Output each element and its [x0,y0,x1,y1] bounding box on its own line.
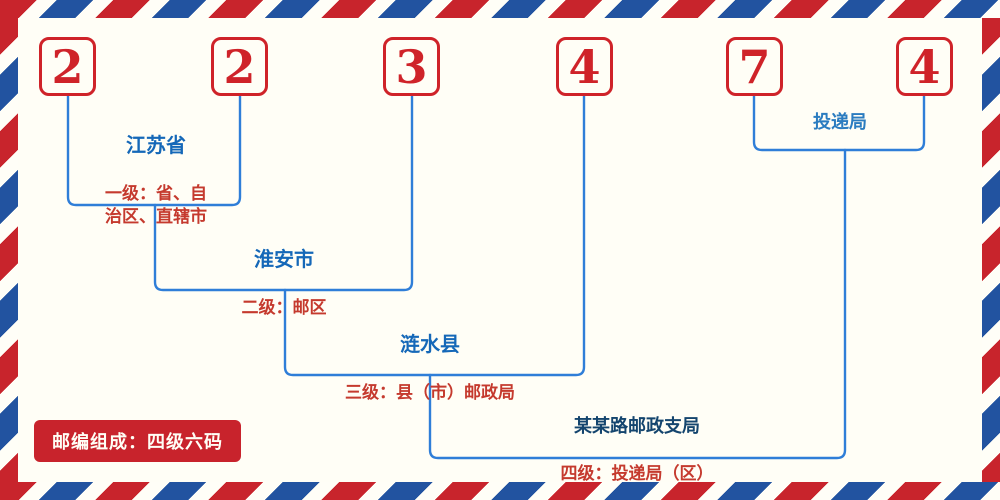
footer-badge: 邮编组成：四级六码 [34,420,241,462]
digit-6: 4 [908,39,941,94]
digit-box-5: 7 [726,37,783,96]
level-2-name: 淮安市 [254,249,314,271]
digit-4: 4 [568,39,601,94]
label-level-4: 某某路邮政支局 四级：投递局（区） [561,398,714,500]
digit-box-4: 4 [556,37,613,96]
digit-1: 2 [51,39,84,94]
airmail-border-left [0,18,18,482]
digit-box-1: 2 [39,37,96,96]
label-level-1: 江苏省 一级：省、自 治区、直辖市 [105,116,207,247]
digit-3: 3 [395,39,428,94]
level-2-desc: 二级：邮区 [241,298,327,317]
airmail-border-right [982,18,1000,482]
digit-box-3: 3 [383,37,440,96]
level-1-desc: 一级：省、自 治区、直辖市 [105,184,207,226]
level-3-name: 涟水县 [400,334,460,356]
airmail-border-bottom [0,482,1000,500]
level-1-name: 江苏省 [126,135,186,157]
digit-box-6: 4 [896,37,953,96]
label-delivery-office: 投递局 [813,112,867,132]
level-3-desc: 三级：县（市）邮政局 [345,383,515,402]
label-level-3: 涟水县 三级：县（市）邮政局 [345,315,515,423]
digit-box-2: 2 [211,37,268,96]
digit-2: 2 [223,39,256,94]
level-4-name: 某某路邮政支局 [574,416,700,436]
label-level-2: 淮安市 二级：邮区 [242,230,327,338]
digit-5: 7 [738,39,771,94]
airmail-border-top [0,0,1000,18]
level-4-desc: 四级：投递局（区） [560,463,714,483]
